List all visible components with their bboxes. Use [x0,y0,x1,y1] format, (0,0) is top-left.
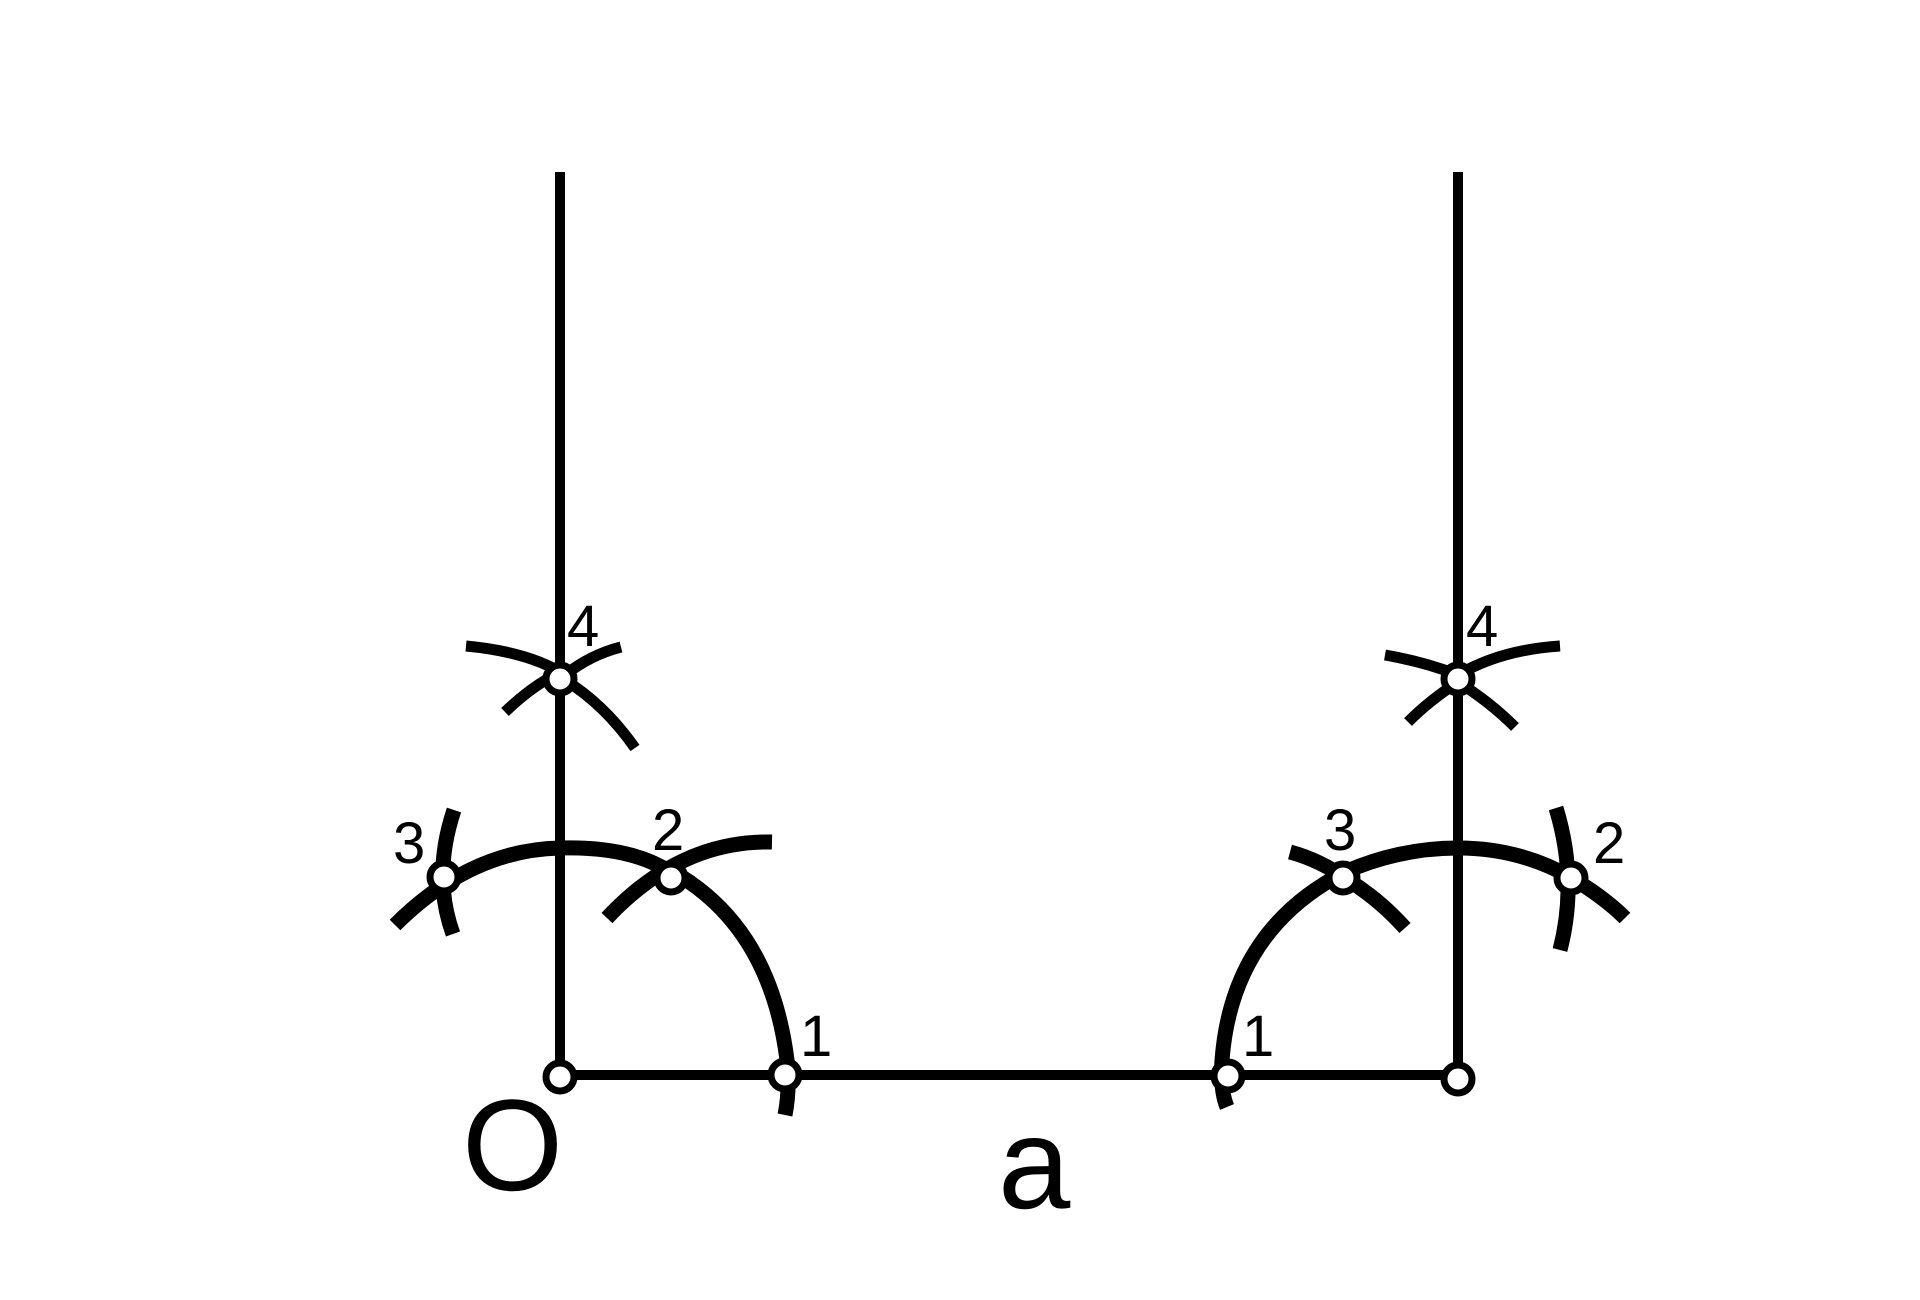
right-arc-top [1342,840,1576,885]
label-origin: O [462,1072,563,1218]
left-point-1 [767,1057,803,1093]
right-point-1 [1210,1058,1246,1094]
left-label-4: 4 [567,594,599,659]
left-point-2 [653,860,689,896]
right-point-4 [1440,661,1476,697]
right-point-end [1440,1061,1476,1097]
right-label-1: 1 [1242,1004,1274,1069]
right-label-3: 3 [1324,798,1356,863]
label-segment: a [998,1090,1071,1236]
right-point-3 [1325,860,1361,896]
right-point-2 [1553,860,1589,896]
left-point-3 [426,859,462,895]
left-point-4 [542,661,578,697]
left-arc-4-lower-right [562,675,640,752]
left-label-3: 3 [393,811,425,876]
right-label-2: 2 [1593,811,1625,876]
point-o [542,1059,578,1095]
left-label-2: 2 [652,798,684,863]
left-label-1: 1 [800,1004,832,1069]
right-label-4: 4 [1466,594,1498,659]
left-arc-2 [601,834,773,924]
